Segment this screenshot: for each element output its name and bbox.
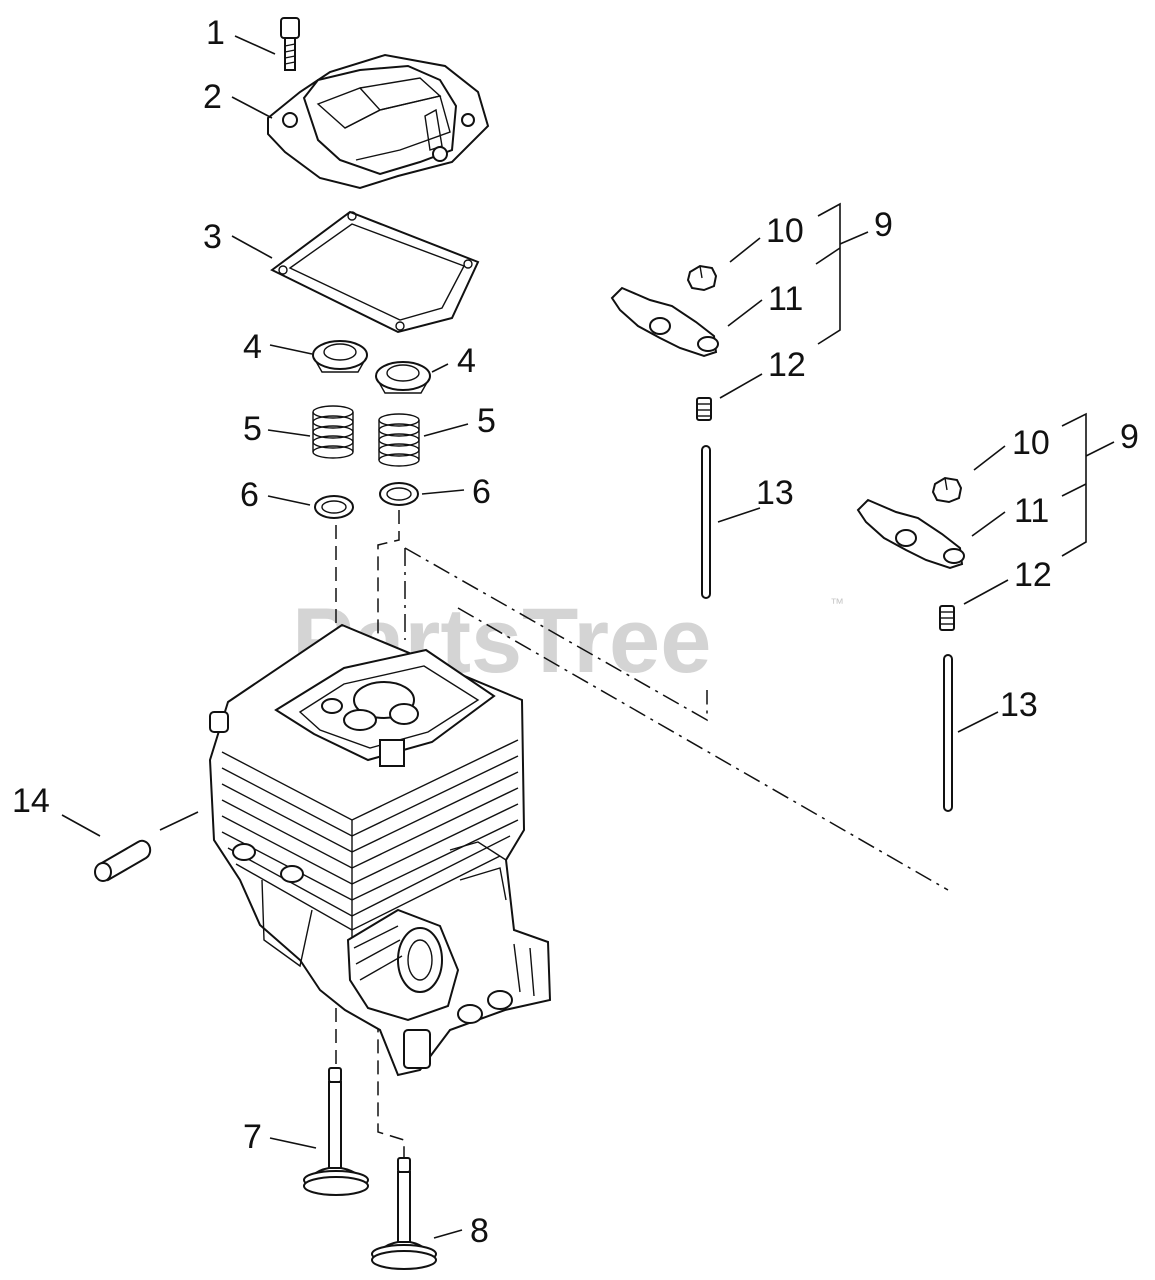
callout-14: 14: [12, 782, 50, 820]
callout-3: 3: [203, 218, 222, 256]
callout-labels: 1 2 3 4 4 5 5 6 6 7 8 9 10 11 12 13 9 10…: [12, 14, 1139, 1250]
part-adjuster-a[interactable]: [696, 397, 712, 421]
part-screw[interactable]: [280, 17, 300, 71]
part-rocker-arm-a[interactable]: [610, 286, 719, 358]
part-washer-right[interactable]: [379, 482, 419, 506]
part-washer-left[interactable]: [314, 495, 354, 519]
callout-1: 1: [206, 14, 225, 52]
part-retainer-left[interactable]: [312, 340, 368, 373]
callout-4-left: 4: [243, 328, 262, 366]
part-valve-intake[interactable]: [303, 1067, 369, 1196]
part-pushrod-a[interactable]: [701, 445, 711, 599]
callout-11-upper: 11: [768, 280, 803, 318]
part-retainer-right[interactable]: [375, 361, 431, 394]
callout-9-lower: 9: [1120, 418, 1139, 456]
callout-9-upper: 9: [874, 206, 893, 244]
callout-10-upper: 10: [766, 212, 804, 250]
trademark-symbol: ™: [830, 595, 844, 611]
part-pushrod-b[interactable]: [943, 654, 953, 812]
callout-6-left: 6: [240, 476, 259, 514]
part-gasket[interactable]: [270, 210, 480, 334]
part-nut-b[interactable]: [931, 476, 963, 504]
callout-11-lower: 11: [1014, 492, 1049, 530]
leader-lines: [61, 35, 1115, 1239]
part-cylinder-head: [208, 623, 552, 1077]
part-spring-left[interactable]: [312, 405, 354, 459]
callout-5-left: 5: [243, 410, 262, 448]
callout-5-right: 5: [477, 402, 496, 440]
callout-2: 2: [203, 78, 222, 116]
part-spring-right[interactable]: [378, 413, 420, 467]
part-valve-exhaust[interactable]: [371, 1157, 437, 1270]
callout-12-upper: 12: [768, 346, 806, 384]
callout-8: 8: [470, 1212, 489, 1250]
callout-7: 7: [243, 1118, 262, 1156]
callout-4-right: 4: [457, 342, 476, 380]
callout-13-upper: 13: [756, 474, 794, 512]
callout-12-lower: 12: [1014, 556, 1052, 594]
part-rocker-arm-b[interactable]: [856, 498, 965, 570]
callout-13-lower: 13: [1000, 686, 1038, 724]
part-dowel-pin[interactable]: [94, 839, 152, 882]
part-nut-a[interactable]: [686, 264, 718, 292]
part-adjuster-b[interactable]: [939, 605, 955, 631]
callout-6-right: 6: [472, 473, 491, 511]
part-valve-cover[interactable]: [267, 53, 490, 190]
callout-10-lower: 10: [1012, 424, 1050, 462]
